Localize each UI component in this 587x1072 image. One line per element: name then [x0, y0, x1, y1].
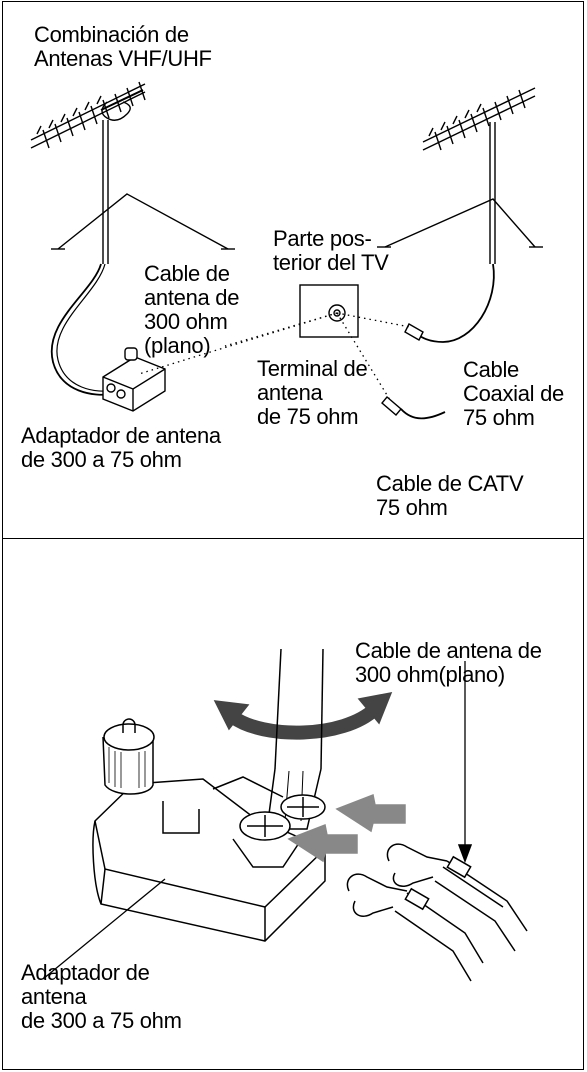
flat-cable-assembly-label: Cable de antena de 300 ohm(plano) — [355, 638, 542, 687]
push-arrow-icon-2 — [287, 823, 358, 863]
adapter-assembly-illustration — [42, 648, 528, 982]
callout-line-2 — [42, 878, 166, 980]
catv-cable-line — [400, 408, 446, 420]
right-antenna-icon — [377, 87, 543, 264]
flat-cable-label: Cable de antena de 300 ohm (plano) — [144, 261, 240, 358]
adapter-assembly-panel: Cable de antena de 300 ohm(plano) Adapta… — [2, 538, 584, 1070]
adapter-icon — [102, 347, 166, 412]
catv-cable-label: Cable de CATV 75 ohm — [376, 471, 524, 520]
flat-cable-line — [50, 263, 114, 396]
push-arrow-icon — [335, 793, 406, 833]
rotate-arrow-icon — [228, 703, 380, 740]
antenna-combination-label: Combinación de Antenas VHF/UHF — [34, 22, 212, 71]
left-antenna-icon — [30, 81, 235, 264]
tv-back-label: Parte pos- terior del TV — [273, 226, 389, 275]
adapter-label: Adaptador de antena de 300 a 75 ohm — [21, 423, 221, 472]
tv-back-icon — [299, 284, 359, 338]
terminal-label: Terminal de antena de 75 ohm — [257, 356, 368, 429]
adapter-assembly-label: Adaptador de antena de 300 a 75 ohm — [21, 960, 182, 1033]
coax-cable-label: Cable Coaxial de 75 ohm — [463, 357, 564, 430]
coax-cable-line — [412, 263, 495, 343]
spade-lug-icon — [346, 843, 528, 982]
antenna-connection-illustration — [30, 81, 543, 420]
adapter-body-icon — [92, 718, 326, 942]
antenna-connection-panel: Combinación de Antenas VHF/UHF Parte pos… — [2, 1, 584, 539]
